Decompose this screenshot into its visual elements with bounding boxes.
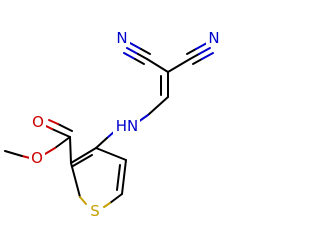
molecule-structure: N N HN O O S [4,29,222,220]
bond-cn-left-to-center [146,58,169,73]
atom-n-top-left-label: N [116,29,127,47]
ester-group [4,119,73,164]
atom-nh-label: HN [116,117,139,135]
atom-n-top-right-label: N [208,29,219,47]
atom-nh: HN [113,117,140,135]
bond-nitrile-left [123,42,151,65]
atom-o-ester: O [29,149,45,167]
bond-vinyl-double [160,71,169,98]
bond-nh-to-ring [95,137,108,149]
thiophene-ring [70,147,127,208]
bond-cn-right-to-center [167,58,191,73]
atom-n-top-right: N [206,29,222,47]
atom-n-top-left: N [114,29,130,47]
atom-s-ring: S [87,202,103,220]
atom-s-ring-label: S [90,202,100,220]
atom-labels: N N HN O O S [29,29,222,220]
atom-o-carbonyl-label: O [32,113,44,131]
bond-vinyl-to-nh [147,96,169,116]
bond-nitrile-right [186,42,214,65]
atom-o-carbonyl: O [30,113,46,131]
bonds [4,42,214,208]
atom-o-ester-label: O [31,149,43,167]
